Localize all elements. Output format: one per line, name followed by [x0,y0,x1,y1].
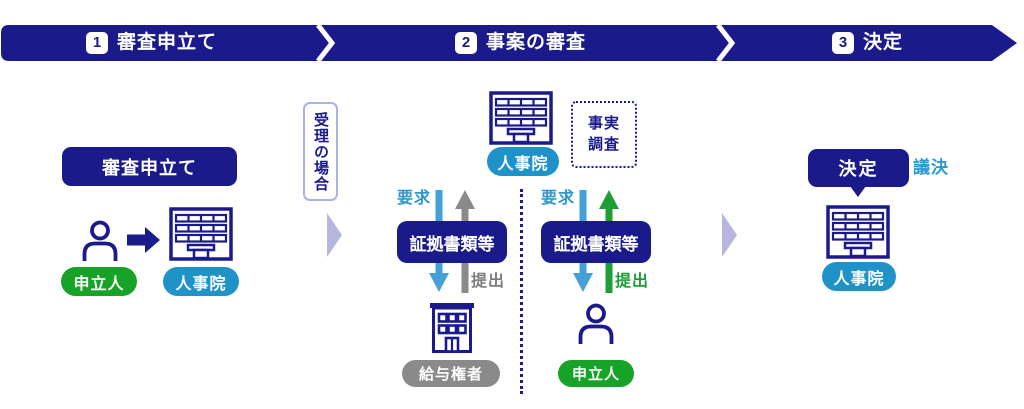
speech-bubble-tail-icon [850,186,866,197]
evidence-documents-box: 証拠書類等 [541,221,651,263]
transition-arrow-icon [327,213,342,257]
request-label: 要求 [541,190,576,207]
step-number-badge: 1 [86,31,108,54]
fact-line2: 調査 [587,135,620,153]
submit-label: 提出 [471,273,506,290]
acceptance-label: 受理の場合 [312,111,329,192]
resolution-label: 議決 [913,158,949,177]
petition-box: 審査申立て [62,147,237,186]
authority-badge: 人事院 [163,267,239,296]
person-icon [578,303,614,344]
transition-arrow-icon [722,213,737,257]
office-building-icon [430,303,474,353]
step-label: 審査申立て [117,31,218,53]
step-label: 事案の審査 [486,31,587,53]
submit-label: 提出 [615,273,650,290]
banner-step-3: 3 決定 [832,31,903,54]
government-building-icon [489,91,553,145]
government-building-icon [169,207,233,261]
dotted-divider [520,189,523,394]
step-number-badge: 3 [832,31,854,54]
government-building-icon [826,205,890,259]
fact-line1: 事実 [587,115,620,133]
banner-step-2: 2 事案の審査 [455,31,586,54]
chevron-separator-icon [316,25,336,61]
fact-investigation-box: 事実 調査 [571,101,637,168]
step-number-badge: 2 [455,31,477,54]
banner-step-1: 1 審査申立て [86,31,217,54]
authority-badge: 人事院 [487,147,559,176]
arrow-right-icon [127,227,160,253]
person-icon [82,220,118,261]
payer-badge: 給与権者 [402,360,500,387]
evidence-documents-box: 証拠書類等 [397,221,507,263]
decision-box: 決定 [808,149,909,187]
petitioner-badge: 申立人 [61,267,137,296]
banner-ribbon [1,25,1017,61]
step-label: 決定 [863,31,904,53]
authority-badge: 人事院 [822,262,896,291]
acceptance-case-box: 受理の場合 [303,102,338,201]
request-label: 要求 [397,190,432,207]
chevron-separator-icon [716,25,736,61]
petitioner-badge: 申立人 [558,360,634,387]
